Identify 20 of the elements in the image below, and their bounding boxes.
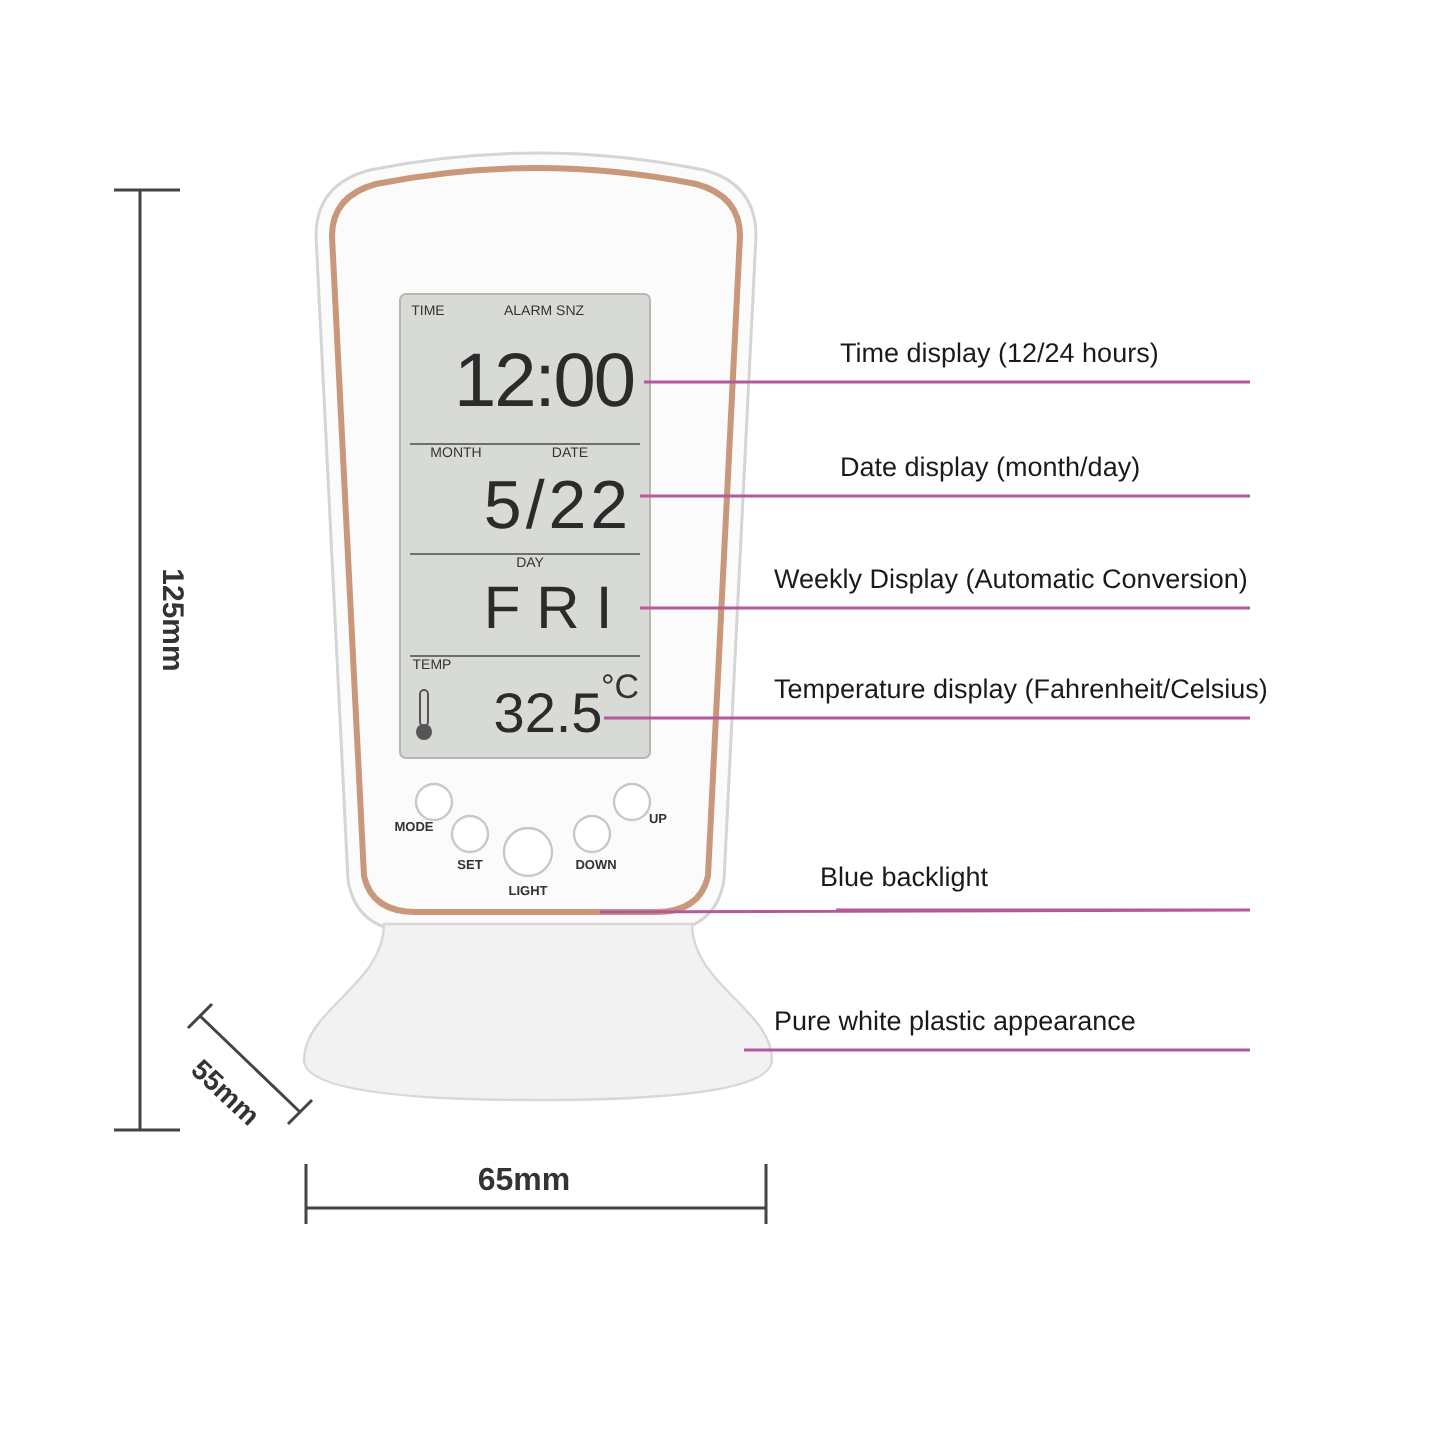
clock-base bbox=[300, 920, 774, 1104]
leader-line bbox=[744, 1048, 1252, 1052]
callout-label: Temperature display (Fahrenheit/Celsius) bbox=[774, 672, 1268, 720]
callout-label: Blue backlight bbox=[820, 860, 989, 912]
lcd-digits: 5/22 bbox=[476, 466, 640, 546]
lcd-digits: FRI bbox=[472, 574, 640, 646]
lcd-digits: 32.5 bbox=[492, 680, 604, 748]
lcd-text: °C bbox=[600, 668, 640, 708]
callout-label: Time display (12/24 hours) bbox=[840, 336, 1159, 384]
leader-line bbox=[644, 380, 1252, 384]
leader-line bbox=[640, 606, 1252, 610]
lcd-digits: 12:00 bbox=[444, 334, 644, 430]
callout-label: Weekly Display (Automatic Conversion) bbox=[774, 562, 1248, 610]
callout-label: Date display (month/day) bbox=[840, 450, 1141, 498]
dimension-label: 125mm bbox=[155, 568, 189, 672]
leader-line bbox=[640, 494, 1252, 498]
leader-line bbox=[600, 908, 1252, 914]
dimension-label: 65mm bbox=[477, 1164, 571, 1200]
leader-line bbox=[604, 716, 1252, 720]
callout-label: Pure white plastic appearance bbox=[774, 1004, 1136, 1052]
